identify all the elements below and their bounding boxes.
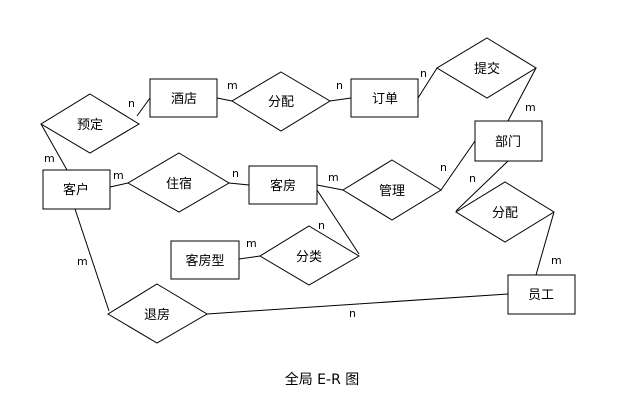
entity-customer-label: 客户 <box>63 182 89 198</box>
relationship-classify-label: 分类 <box>296 250 322 265</box>
entity-department-label: 部门 <box>495 135 521 150</box>
entity-roomtype-box <box>170 240 240 280</box>
relationships <box>40 37 555 344</box>
cardinality-roomtype-classify: m <box>246 237 257 250</box>
edge-allocate-order <box>329 97 352 102</box>
edge-room-manage <box>316 184 344 191</box>
edge-submit-department <box>507 67 537 122</box>
cardinality-stay-room: n <box>232 167 239 180</box>
entity-hotel-label: 酒店 <box>171 92 197 107</box>
cardinality-labels: n m m n n m m n m n n m m n m n <box>44 67 562 320</box>
edge-hotel-allocate <box>216 97 233 102</box>
cardinality-order-submit: n <box>420 67 427 80</box>
entity-customer-box <box>42 169 111 210</box>
cardinality-customer-checkout: m <box>77 255 88 268</box>
edge-customer-stay <box>109 182 129 188</box>
relationship-reserve-diamond <box>40 93 140 154</box>
relationship-stay-label: 住宿 <box>166 176 192 192</box>
entity-room-box <box>248 165 318 205</box>
edge-order-submit <box>417 67 438 99</box>
cardinality-allocate-employee: m <box>551 254 562 267</box>
cardinality-department-allocate: n <box>469 172 476 185</box>
relationship-allocate-right-label: 分配 <box>492 206 518 221</box>
entity-employee-box <box>507 274 576 315</box>
relationship-manage-label: 管理 <box>379 184 405 199</box>
cardinality-submit-department: m <box>525 101 536 114</box>
cardinality-reserve-hotel: n <box>128 97 135 110</box>
edge-stay-room <box>228 182 250 186</box>
relationship-checkout-diamond <box>107 283 208 344</box>
relationship-submit-label: 提交 <box>474 61 500 77</box>
entity-department-box <box>474 120 543 162</box>
relationship-reserve-label: 预定 <box>77 118 103 133</box>
entity-employee-label: 员工 <box>528 288 554 303</box>
connectors <box>40 67 555 315</box>
cardinality-allocate-order: n <box>336 79 343 92</box>
edge-checkout-employee <box>206 293 509 315</box>
edge-customer-checkout <box>74 208 110 312</box>
edge-manage-department <box>440 140 476 191</box>
relationship-allocate-right-diamond <box>455 181 555 243</box>
entity-order-box <box>350 78 419 118</box>
relationship-labels: 预定 分配 提交 住宿 管理 分配 分类 退房 <box>77 61 518 323</box>
cardinality-manage-department: n <box>440 161 447 174</box>
entity-hotel-box <box>149 78 218 118</box>
entity-room-label: 客房 <box>270 178 296 194</box>
edge-reserve-hotel <box>136 97 151 117</box>
entities <box>42 78 576 315</box>
cardinality-customer-stay: m <box>113 169 124 182</box>
edge-reserve-customer <box>40 123 68 171</box>
relationship-allocate-top-label: 分配 <box>268 95 294 110</box>
relationship-allocate-top-diamond <box>231 71 331 132</box>
edge-department-allocate <box>455 160 509 212</box>
edge-classify-room <box>316 189 360 255</box>
entity-roomtype-label: 客房型 <box>185 253 224 269</box>
edge-roomtype-classify <box>238 255 261 260</box>
relationship-stay-diamond <box>127 152 230 213</box>
cardinality-reserve-customer: m <box>44 152 55 165</box>
relationship-manage-diamond <box>342 159 442 221</box>
cardinality-classify-room: n <box>318 219 325 232</box>
edge-allocate-employee <box>535 211 555 276</box>
entity-labels: 酒店 订单 部门 客户 客房 客房型 员工 <box>63 92 554 303</box>
cardinality-hotel-allocate: m <box>227 79 238 92</box>
diagram-caption: 全局 E-R 图 <box>285 371 360 388</box>
cardinality-room-manage: m <box>328 171 339 184</box>
relationship-classify-diamond <box>259 225 360 286</box>
relationship-checkout-label: 退房 <box>144 307 170 323</box>
relationship-submit-diamond <box>436 37 537 99</box>
cardinality-checkout-employee: n <box>349 307 356 320</box>
entity-order-label: 订单 <box>372 92 398 107</box>
